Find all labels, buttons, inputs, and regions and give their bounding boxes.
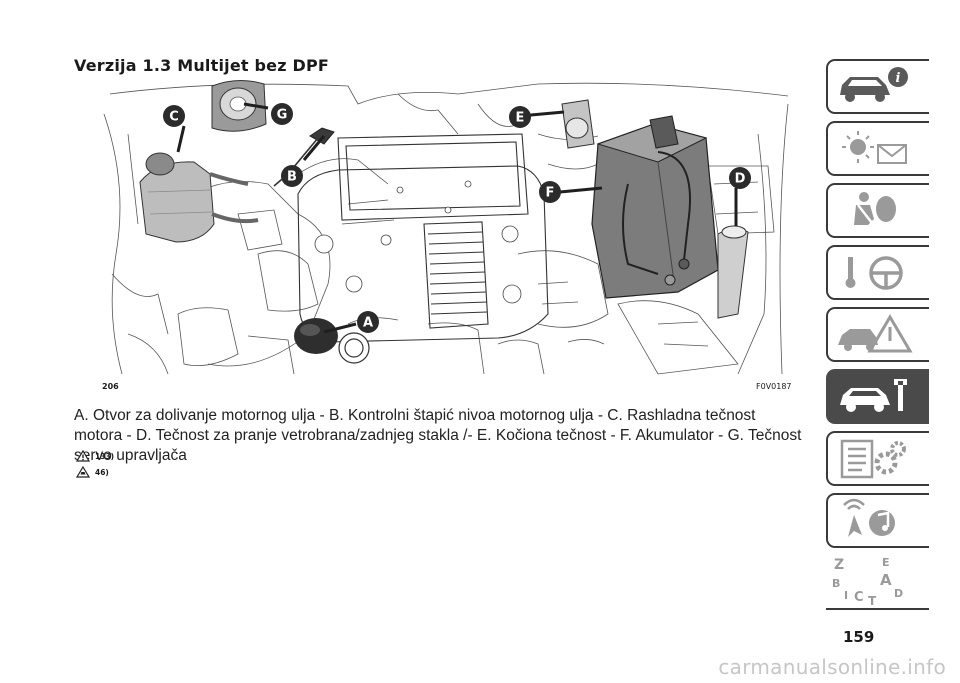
multimedia-icon <box>843 498 895 537</box>
reference-warning-label: 133) <box>95 451 115 461</box>
svg-text:D: D <box>894 587 903 600</box>
svg-text:I: I <box>844 589 848 602</box>
tab-emergency[interactable] <box>826 307 929 362</box>
callout-e: E <box>509 106 531 128</box>
steering-wheel-icon <box>845 256 903 290</box>
figure-number: 206 <box>102 382 119 391</box>
tab-maintenance[interactable] <box>826 369 929 424</box>
engine-bay-illustration: C G B E F D A <box>103 80 789 375</box>
svg-text:C: C <box>169 110 179 125</box>
callout-g: G <box>271 103 293 125</box>
callout-d: D <box>729 167 751 189</box>
warning-triangle-icon <box>76 450 90 462</box>
tab-warning-lights[interactable] <box>826 121 929 176</box>
page-number: 159 <box>843 628 875 646</box>
callout-b: B <box>281 165 303 187</box>
section-title: Verzija 1.3 Multijet bez DPF <box>74 56 330 75</box>
emergency-triangle-icon <box>838 314 913 353</box>
airbag-seatbelt-icon <box>854 192 896 225</box>
svg-text:G: G <box>277 108 288 123</box>
tab-specifications[interactable] <box>826 431 929 486</box>
svg-text:B: B <box>832 577 840 590</box>
engine-bay-figure: C G B E F D A <box>98 74 794 380</box>
svg-text:D: D <box>735 172 746 187</box>
specifications-icon <box>840 439 906 479</box>
callout-f: F <box>539 181 561 203</box>
svg-text:B: B <box>287 170 297 185</box>
svg-text:E: E <box>882 556 890 569</box>
reference-caution-label: 46) <box>95 467 109 477</box>
svg-text:F: F <box>546 186 555 201</box>
svg-text:Z: Z <box>834 557 844 573</box>
figure-caption: A. Otvor za dolivanje motornog ulja - B.… <box>74 407 802 464</box>
tab-index[interactable]: Z E B A I C T D <box>826 555 929 610</box>
svg-text:A: A <box>363 316 373 331</box>
reference-caution[interactable]: 46) <box>76 464 109 480</box>
svg-text:E: E <box>516 111 525 126</box>
warning-lights-icon <box>842 131 907 164</box>
svg-text:T: T <box>868 594 877 606</box>
tab-safety[interactable] <box>826 183 929 238</box>
tab-car-info[interactable]: i <box>826 59 929 114</box>
figure-code: F0V0187 <box>756 382 792 391</box>
caution-triangle-icon <box>76 466 90 478</box>
svg-text:C: C <box>854 590 864 605</box>
svg-text:A: A <box>880 571 892 589</box>
tab-driving[interactable] <box>826 245 929 300</box>
reference-warning[interactable]: 133) <box>76 448 114 464</box>
car-maintenance-icon <box>840 379 907 412</box>
watermark: carmanualsonline.info <box>718 655 946 679</box>
callout-a: A <box>357 311 379 333</box>
tab-multimedia[interactable] <box>826 493 929 548</box>
index-icon: Z E B A I C T D <box>832 556 903 606</box>
callout-c: C <box>163 105 185 127</box>
car-info-icon: i <box>840 67 908 102</box>
svg-text:i: i <box>896 71 901 86</box>
